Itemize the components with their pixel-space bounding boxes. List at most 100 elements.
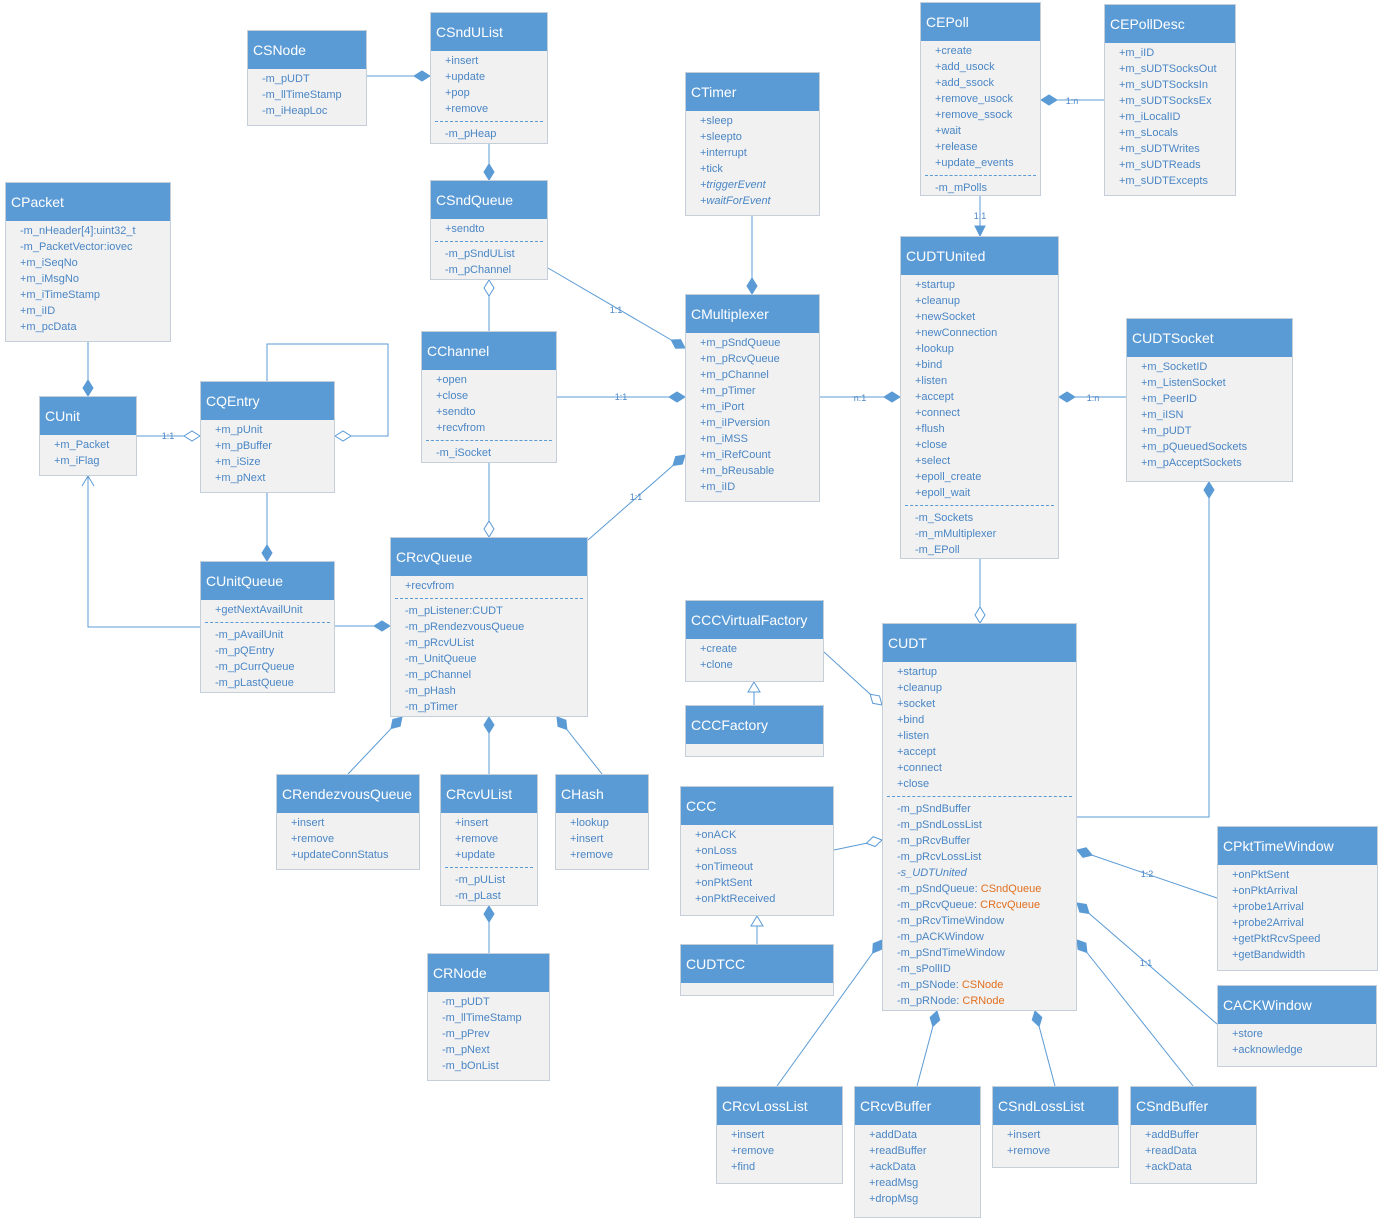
aggregation-diamond xyxy=(483,520,495,538)
class-cunitqueue[interactable]: CUnitQueue+getNextAvailUnit-m_pAvailUnit… xyxy=(200,561,335,693)
class-csnode[interactable]: CSNode-m_pUDT-m_llTimeStamp-m_iHeapLoc xyxy=(247,30,367,126)
class-member: -m_UnitQueue xyxy=(405,653,477,665)
class-cmultiplexer[interactable]: CMultiplexer+m_pSndQueue+m_pRcvQueue+m_p… xyxy=(685,294,820,502)
class-crendezvousqueue[interactable]: CRendezvousQueue+insert+remove+updateCon… xyxy=(276,774,420,870)
class-cchannel[interactable]: CChannel+open+close+sendto+recvfrom-m_iS… xyxy=(421,331,557,463)
class-cunit[interactable]: CUnit+m_Packet+m_iFlag xyxy=(39,396,137,476)
class-member: -m_pListener:CUDT xyxy=(405,605,503,617)
class-member: +m_pAcceptSockets xyxy=(1141,457,1242,469)
member-section: +create+clone xyxy=(686,639,823,675)
class-cccfactory[interactable]: CCCFactory xyxy=(685,705,824,757)
class-member: -m_iHeapLoc xyxy=(262,105,328,117)
composition-diamond xyxy=(1203,481,1215,499)
class-member: +bind xyxy=(897,714,925,726)
section-divider xyxy=(435,121,543,122)
class-cqentry[interactable]: CQEntry+m_pUnit+m_pBuffer+m_iSize+m_pNex… xyxy=(200,381,335,493)
member-section: -m_nHeader[4]:uint32_t-m_PacketVector:io… xyxy=(6,221,170,337)
member-name: +triggerEvent xyxy=(700,179,766,191)
composition-diamond xyxy=(82,379,94,397)
class-name: CTimer xyxy=(686,73,819,111)
class-member: -m_llTimeStamp xyxy=(262,89,342,101)
class-member: -m_pCurrQueue xyxy=(215,661,295,673)
class-member: +wait xyxy=(935,125,961,137)
class-cudtunited[interactable]: CUDTUnited+startup+cleanup+newSocket+new… xyxy=(900,236,1059,559)
class-cpkttimewindow[interactable]: CPktTimeWindow+onPktSent+onPktArrival+pr… xyxy=(1217,826,1378,971)
member-section: +insert+remove xyxy=(993,1125,1118,1161)
composition-diamond xyxy=(483,905,495,923)
class-crcvbuffer[interactable]: CRcvBuffer+addData+readBuffer+ackData+re… xyxy=(854,1086,981,1218)
class-cepoll[interactable]: CEPoll+create+add_usock+add_ssock+remove… xyxy=(920,2,1041,196)
multiplicity-label: 1:n xyxy=(1087,393,1100,403)
class-member: -m_pLastQueue xyxy=(215,677,294,689)
multiplicity-label: 1:1 xyxy=(1140,958,1153,968)
member-name: -s_UDTUnited xyxy=(897,867,967,879)
class-name: CUDTUnited xyxy=(901,237,1058,275)
class-member: +close xyxy=(897,778,930,790)
class-name: CSndLossList xyxy=(993,1087,1118,1125)
class-csndbuffer[interactable]: CSndBuffer+addBuffer+readData+ackData xyxy=(1130,1086,1257,1184)
class-name: CHash xyxy=(556,775,648,813)
class-cackwindow[interactable]: CACKWindow+store+acknowledge xyxy=(1217,985,1377,1067)
composition-diamond xyxy=(1076,902,1090,915)
class-ctimer[interactable]: CTimer+sleep+sleepto+interrupt+tick+trig… xyxy=(685,72,820,216)
class-member: +m_iISN xyxy=(1141,409,1184,421)
multiplicity-label: 1:1 xyxy=(974,211,987,221)
multiplicity-label: 1:1 xyxy=(615,392,628,402)
class-crcvqueue[interactable]: CRcvQueue+recvfrom-m_pListener:CUDT-m_pR… xyxy=(390,537,588,717)
class-member: +readMsg xyxy=(869,1177,919,1189)
aggregation-diamond xyxy=(183,430,201,442)
class-member: -m_pRcvQueue: CRcvQueue xyxy=(883,897,1076,913)
class-ccc[interactable]: CCC+onACK+onLoss+onTimeout+onPktSent+onP… xyxy=(680,786,834,916)
class-cudtcc[interactable]: CUDTCC xyxy=(680,944,834,996)
class-csndulist[interactable]: CSndUList+insert+update+pop+remove-m_pHe… xyxy=(430,12,548,144)
class-csndqueue[interactable]: CSndQueue+sendto-m_pSndUList-m_pChannel xyxy=(430,180,548,280)
private-section: -m_pListener:CUDT-m_pRendezvousQueue-m_p… xyxy=(391,601,587,717)
class-member: +m_pRcvQueue xyxy=(700,353,780,365)
class-member: +remove xyxy=(1007,1145,1051,1157)
class-member: +m_iID xyxy=(1119,47,1155,59)
class-member: -m_pRcvBuffer xyxy=(897,835,971,847)
class-chash[interactable]: CHash+lookup+insert+remove xyxy=(555,774,649,870)
class-name: CSNode xyxy=(248,31,366,69)
class-cudt[interactable]: CUDT+startup+cleanup+socket+bind+listen+… xyxy=(882,623,1077,1011)
member-type: CSndQueue xyxy=(980,883,1042,895)
class-member: +newConnection xyxy=(915,327,998,339)
class-member: +m_ListenSocket xyxy=(1141,377,1226,389)
class-member: +addData xyxy=(869,1129,918,1141)
member-name: -m_pSNode: xyxy=(897,979,962,991)
composition-diamond xyxy=(483,163,495,181)
class-member: +socket xyxy=(897,698,936,710)
class-crnode[interactable]: CRNode-m_pUDT-m_llTimeStamp-m_pPrev-m_pN… xyxy=(427,953,550,1081)
class-member: +addBuffer xyxy=(1145,1129,1199,1141)
class-member: +m_iLocalID xyxy=(1119,111,1181,123)
class-crcvulist[interactable]: CRcvUList+insert+remove+update-m_pUList-… xyxy=(440,774,538,906)
class-member: -m_pHeap xyxy=(445,128,497,140)
class-member: +getNextAvailUnit xyxy=(215,604,303,616)
class-csndlosslist[interactable]: CSndLossList+insert+remove xyxy=(992,1086,1119,1168)
member-section: +m_pUnit+m_pBuffer+m_iSize+m_pNext xyxy=(201,420,334,488)
class-cepolldesc[interactable]: CEPollDesc+m_iID+m_sUDTSocksOut+m_sUDTSo… xyxy=(1104,4,1236,196)
section-divider xyxy=(445,867,533,868)
class-name: CRcvLossList xyxy=(717,1087,842,1125)
class-name: CACKWindow xyxy=(1218,986,1376,1024)
class-crcvlosslist[interactable]: CRcvLossList+insert+remove+find xyxy=(716,1086,843,1184)
class-cccvirtualfactory[interactable]: CCCVirtualFactory+create+clone xyxy=(685,600,824,682)
class-cpacket[interactable]: CPacket-m_nHeader[4]:uint32_t-m_PacketVe… xyxy=(5,182,171,342)
class-member: +updateConnStatus xyxy=(291,849,389,861)
member-type: CRNode xyxy=(962,995,1005,1007)
private-section: -m_pUList-m_pLast xyxy=(441,870,537,906)
composition-diamond xyxy=(929,1010,941,1028)
private-section: -m_iSocket xyxy=(422,443,556,463)
class-member: +onPktSent xyxy=(695,877,753,889)
section-divider xyxy=(905,505,1054,506)
class-member: +lookup xyxy=(915,343,954,355)
composition-diamond xyxy=(1031,1010,1043,1028)
class-member: -m_pSndUList xyxy=(445,248,515,260)
class-member: +onPktReceived xyxy=(695,893,776,905)
member-section: +recvfrom xyxy=(391,576,587,596)
composition-diamond xyxy=(261,544,273,562)
class-cudtsocket[interactable]: CUDTSocket+m_SocketID+m_ListenSocket+m_P… xyxy=(1126,318,1293,482)
class-member: +add_usock xyxy=(935,61,995,73)
private-section: -m_mPolls xyxy=(921,178,1040,198)
section-divider xyxy=(205,622,330,623)
